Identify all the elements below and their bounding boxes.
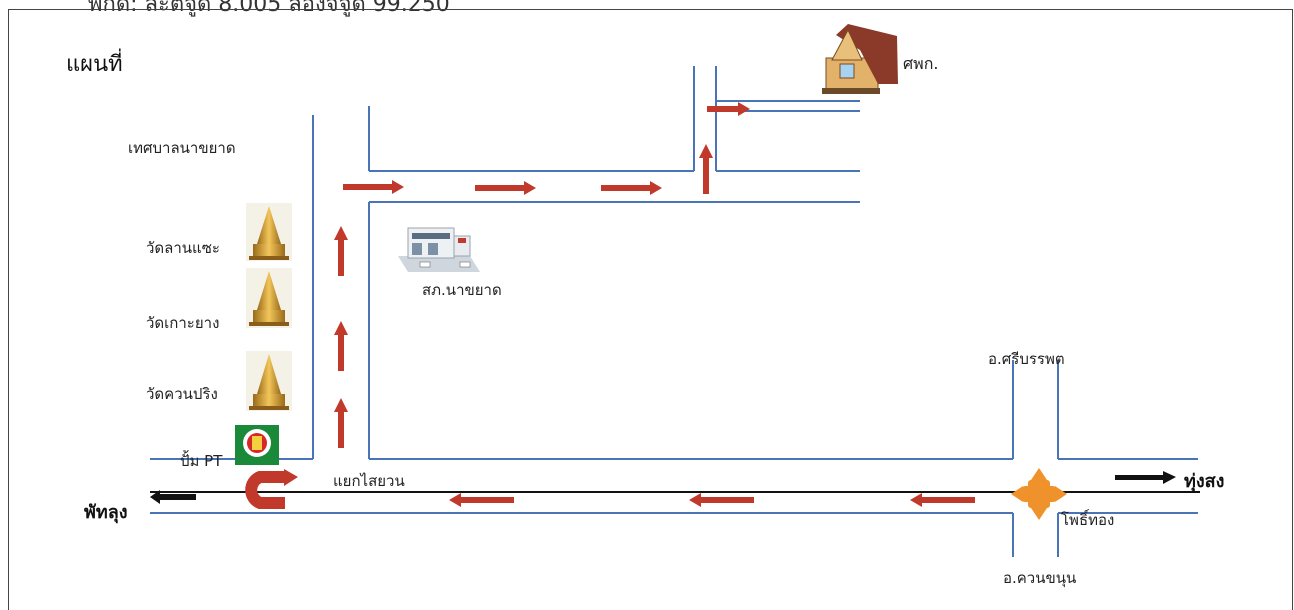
arrow-to-phatthalung [150, 490, 196, 504]
label-center: ศพก. [903, 54, 939, 73]
label-pho-thong: โพธิ์ทอง [1061, 511, 1115, 529]
map-title: แผนที่ [66, 52, 123, 77]
label-temple-lan-sae: วัดลานแซะ [146, 239, 220, 257]
map-diagram [150, 24, 1200, 557]
label-police-station: สภ.นาขยาด [422, 281, 502, 299]
header-coordinates: พิกัด: ละติจูด 8.005 ลองจิจูด 99.250 [88, 0, 450, 17]
route-arrow-up [699, 144, 713, 194]
route-arrow-right [475, 181, 536, 195]
temple-icon [246, 351, 292, 411]
police-station-icon [398, 227, 480, 272]
road-network [150, 66, 1198, 557]
map-frame [8, 9, 1293, 610]
route-arrow-right [343, 180, 404, 194]
u-turn-icon [245, 469, 298, 509]
arrow-to-thung-song [1115, 471, 1176, 484]
label-gas-station: ปั้ม PT [180, 452, 223, 470]
label-intersection: แยกไสยวน [333, 472, 405, 490]
label-temple-khuan-pring: วัดควนปริง [146, 385, 218, 403]
route-arrows [334, 102, 975, 507]
label-temple-ko-yang: วัดเกาะยาง [146, 314, 220, 332]
intersection-cross-icon [1011, 468, 1067, 520]
route-arrow-up [334, 226, 348, 276]
route-arrow-left [689, 493, 754, 507]
label-phatthalung: พัทลุง [84, 502, 128, 523]
route-arrow-left [910, 493, 975, 507]
gas-station-icon [235, 425, 279, 465]
label-thung-song: ทุ่งสง [1184, 471, 1225, 492]
label-municipality: เทศบาลนาขยาด [128, 139, 236, 157]
house-icon [822, 24, 898, 94]
route-arrow-up [334, 321, 348, 371]
temple-icon [246, 268, 292, 328]
label-si-banphot: อ.ศรีบรรพต [988, 350, 1065, 368]
route-arrow-right [707, 102, 750, 116]
route-arrow-up [334, 398, 348, 448]
label-khuan-khanun: อ.ควนขนุน [1003, 569, 1077, 587]
route-arrow-left [449, 493, 514, 507]
temple-icon [246, 203, 292, 261]
route-arrow-right [601, 181, 662, 195]
